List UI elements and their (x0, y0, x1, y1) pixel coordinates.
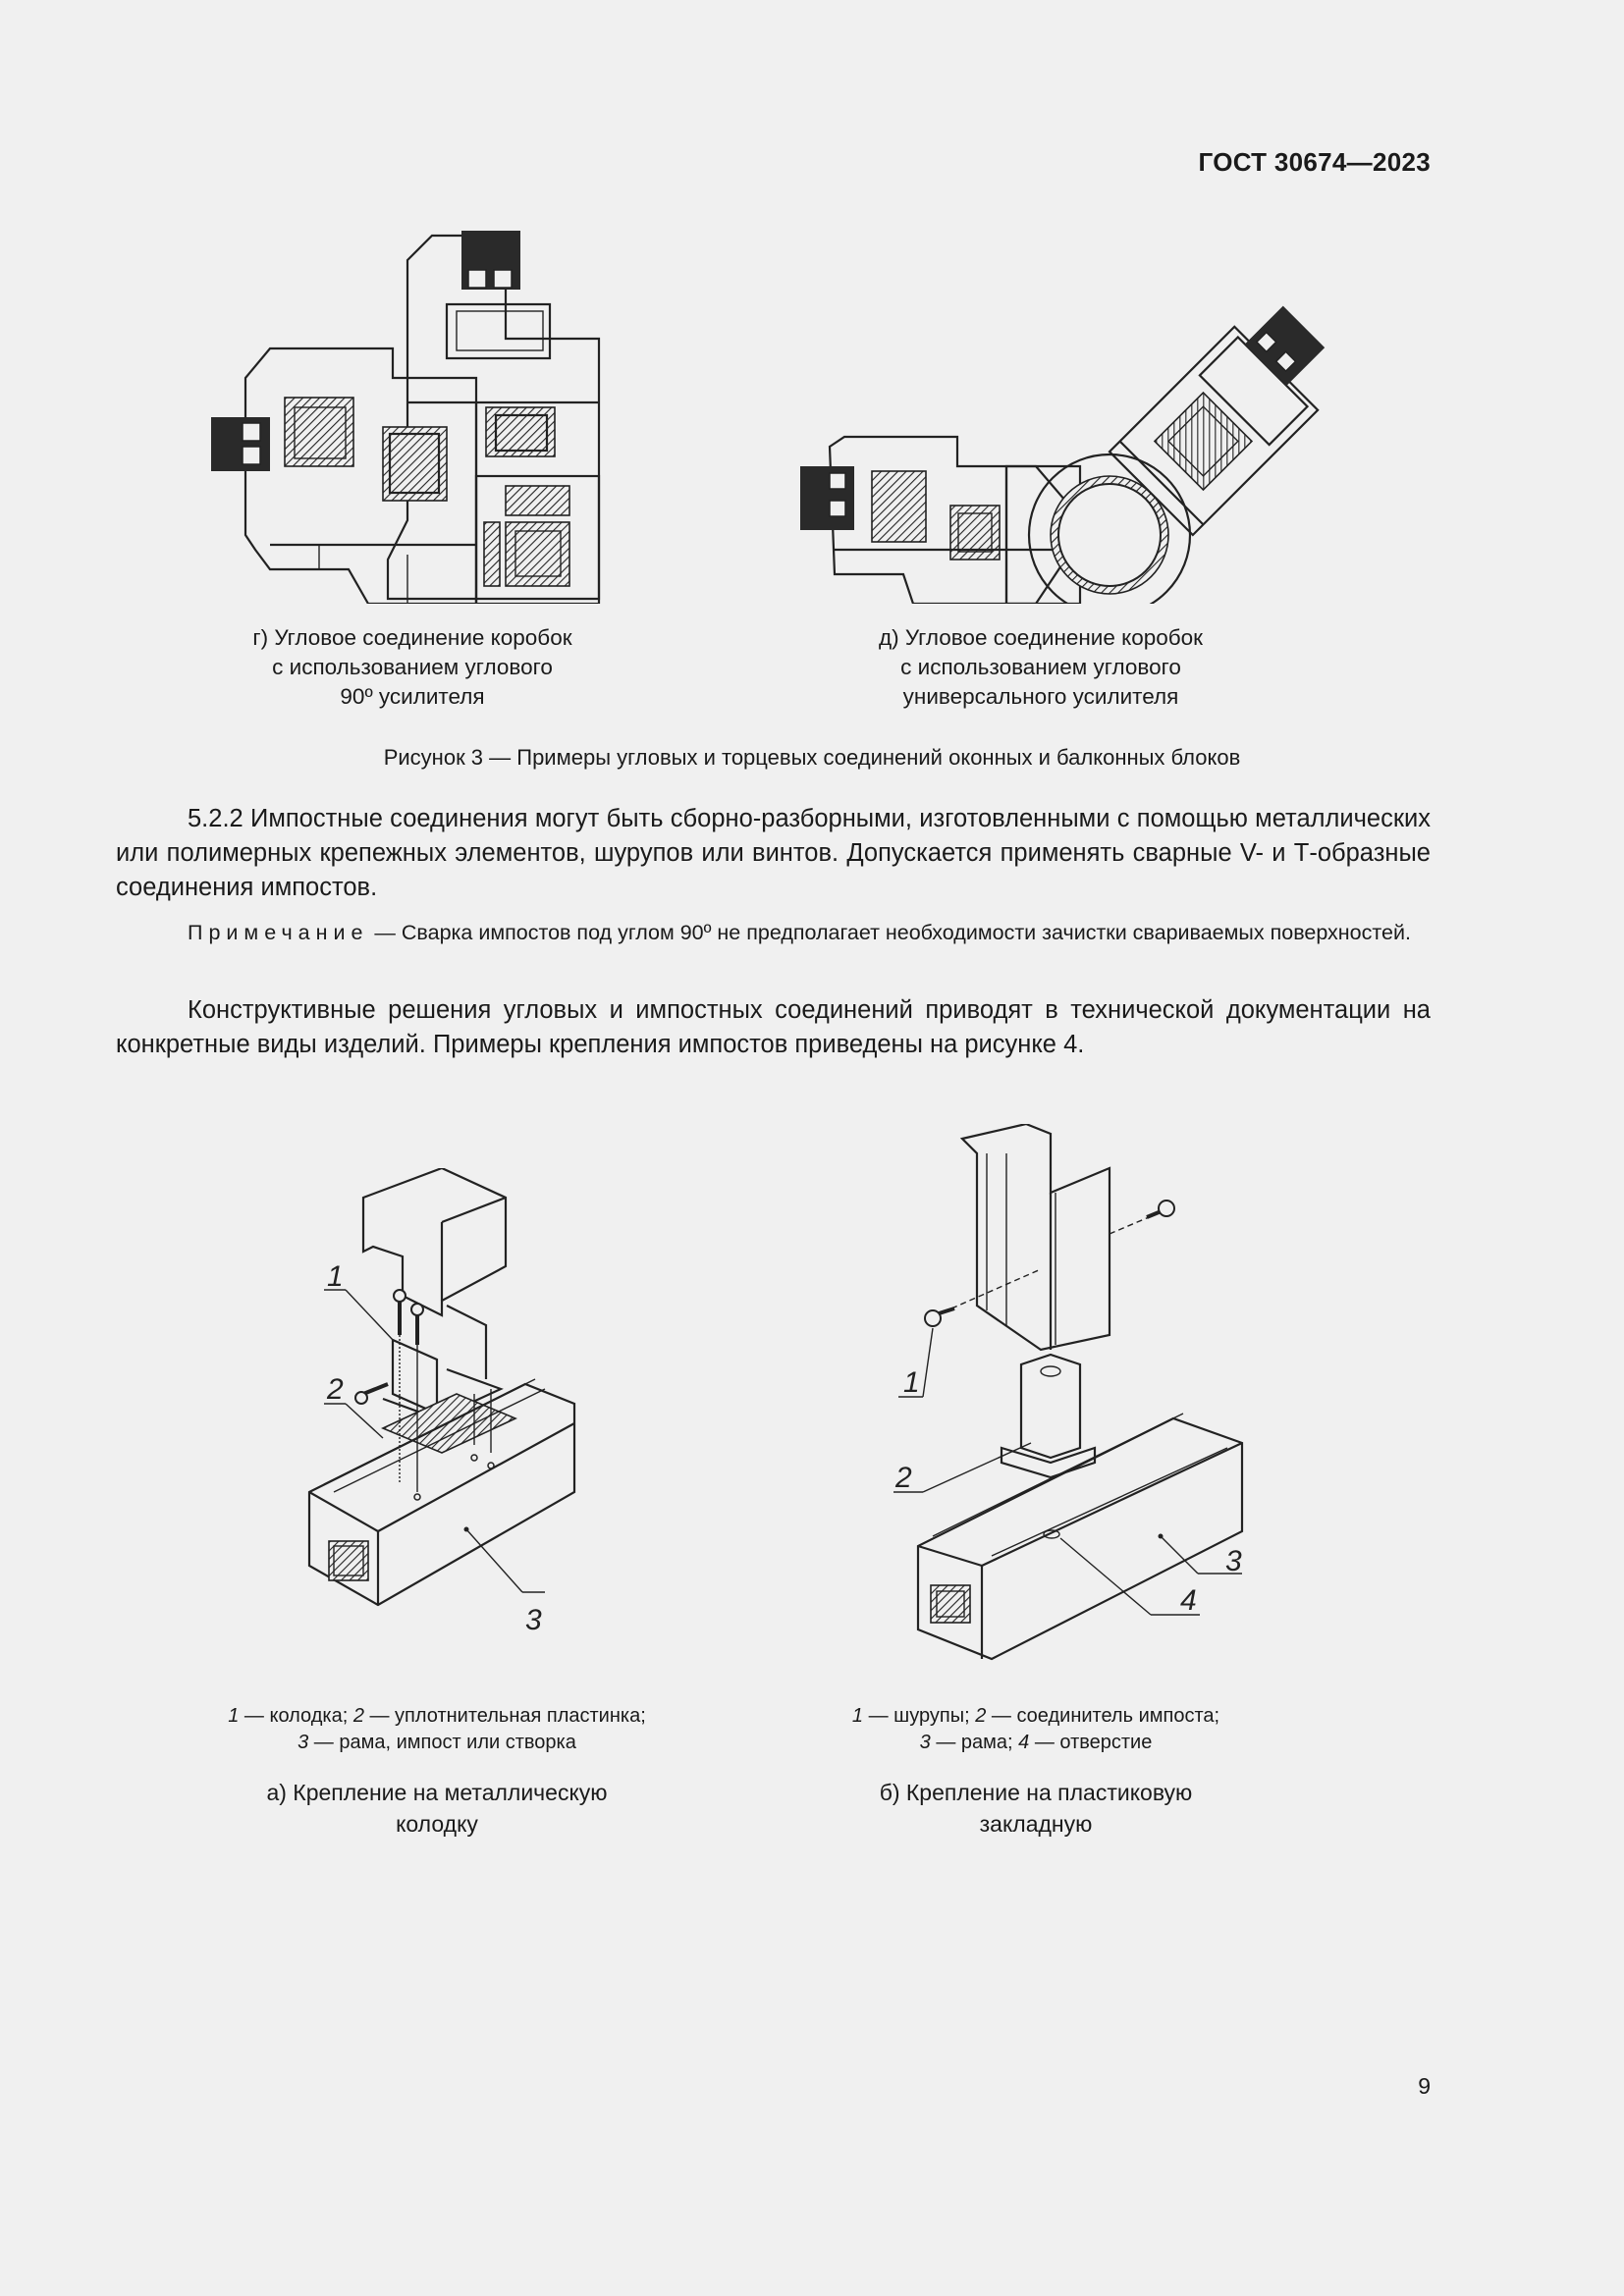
standard-code-header: ГОСТ 30674—2023 (1198, 147, 1431, 177)
legend-text: — рама; (930, 1732, 1019, 1753)
figure-4b-caption: б) Крепление на пластиковую закладную (805, 1777, 1267, 1840)
caption-line: г) Угловое соединение коробок (252, 625, 572, 650)
paragraph-5-2-2: 5.2.2 Импостные соединения могут быть сб… (116, 802, 1431, 905)
legend-num: 2 (975, 1705, 987, 1727)
callout-4: 4 (1180, 1584, 1197, 1617)
legend-num: 3 (919, 1732, 931, 1753)
caption-line: 90º усилителя (340, 684, 485, 709)
legend-num: 1 (228, 1705, 240, 1727)
legend-text: — колодка; (239, 1705, 353, 1727)
figure-4a-caption: а) Крепление на металлическую колодку (187, 1777, 687, 1840)
paragraph-text: 5.2.2 Импостные соединения могут быть сб… (116, 805, 1431, 901)
caption-line: универсального усилителя (902, 684, 1179, 709)
legend-text: — соединитель импоста; (986, 1705, 1220, 1727)
callout-3: 3 (525, 1604, 542, 1636)
caption-line: закладную (979, 1811, 1093, 1837)
legend-line: 1 — колодка; 2 — уплотнительная пластинк… (187, 1703, 687, 1730)
paragraph-constructive: Конструктивные решения угловых и импостн… (116, 993, 1431, 1062)
callout-1: 1 (903, 1366, 920, 1399)
figure-3-title: Рисунок 3 — Примеры угловых и торцевых с… (383, 745, 1241, 770)
legend-num: 2 (352, 1705, 364, 1727)
callout-2: 2 (894, 1462, 912, 1494)
caption-line: б) Крепление на пластиковую (879, 1780, 1193, 1805)
figure-4a-drawing: 1 2 3 (295, 1168, 599, 1649)
figure-3g-drawing (211, 231, 604, 604)
paragraph-text: Конструктивные решения угловых и импостн… (116, 996, 1431, 1058)
legend-text: — отверстие (1029, 1732, 1153, 1753)
legend-line: 3 — рама; 4 — отверстие (805, 1730, 1267, 1756)
legend-num: 1 (851, 1705, 864, 1727)
note-label: Примечание (188, 921, 369, 944)
legend-text: — шурупы; (863, 1705, 976, 1727)
legend-num: 4 (1018, 1732, 1030, 1753)
callout-3: 3 (1225, 1545, 1242, 1577)
page-number: 9 (1418, 2073, 1431, 2099)
caption-line: с использованием углового (900, 655, 1181, 679)
legend-line: 1 — шурупы; 2 — соединитель импоста; (805, 1703, 1267, 1730)
callout-2: 2 (326, 1373, 344, 1406)
note-text: — Сварка импостов под углом 90º не предп… (368, 921, 1411, 944)
figure-4a-legend: 1 — колодка; 2 — уплотнительная пластинк… (187, 1703, 687, 1756)
figure-3d-caption: д) Угловое соединение коробок с использо… (844, 623, 1237, 712)
legend-text: — уплотнительная пластинка; (363, 1705, 646, 1727)
callout-1: 1 (327, 1260, 344, 1293)
legend-line: 3 — рама, импост или створка (187, 1730, 687, 1756)
caption-line: а) Крепление на металлическую (266, 1780, 608, 1805)
note: Примечание — Сварка импостов под углом 9… (116, 918, 1431, 947)
legend-text: — рама, импост или створка (308, 1732, 576, 1753)
legend-num: 3 (298, 1732, 309, 1753)
caption-line: д) Угловое соединение коробок (878, 625, 1204, 650)
figure-3g-caption: г) Угловое соединение коробок с использо… (201, 623, 623, 712)
figure-4b-drawing: 1 2 3 4 (884, 1124, 1257, 1664)
figure-4b-legend: 1 — шурупы; 2 — соединитель импоста; 3 —… (805, 1703, 1267, 1756)
caption-line: колодку (396, 1811, 478, 1837)
caption-line: с использованием углового (272, 655, 553, 679)
figure-3d-drawing (795, 265, 1355, 604)
